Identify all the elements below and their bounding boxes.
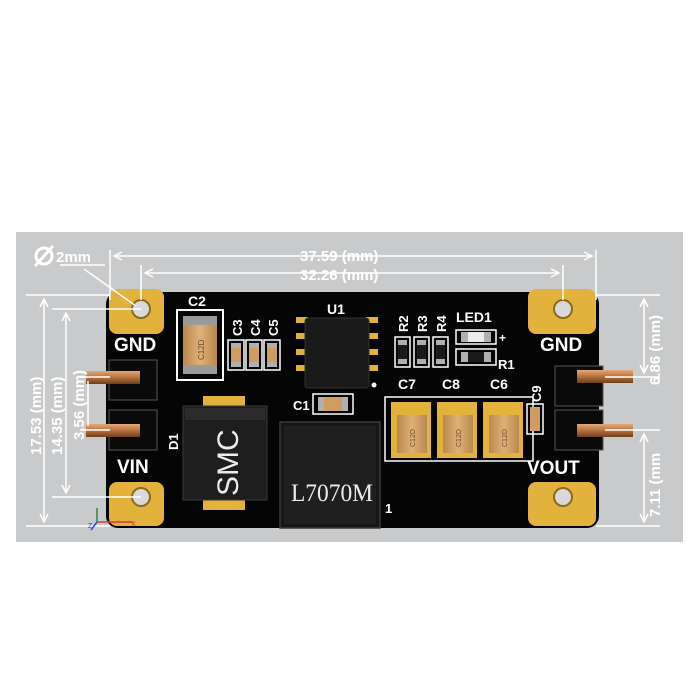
cap-code-c6: C12D bbox=[502, 429, 509, 447]
cap-code-c8: C12D bbox=[456, 429, 463, 447]
capacitor-c8: C12D bbox=[437, 402, 477, 458]
dim-right-top: 6.86 (mm) bbox=[647, 315, 664, 385]
resistor-r4 bbox=[432, 336, 449, 368]
ref-c9: C9 bbox=[529, 385, 544, 402]
label-gnd-right: GND bbox=[540, 335, 582, 356]
capacitor-c7: C12D bbox=[391, 402, 431, 458]
inductor-marking: L7070M bbox=[291, 480, 373, 507]
capacitor-c9 bbox=[526, 403, 544, 435]
dim-right-bottom: 7.11 (mm bbox=[647, 453, 664, 517]
diameter-icon bbox=[33, 244, 55, 268]
dim-width-outer: 37.59 (mm) bbox=[300, 248, 378, 265]
resistor-r2 bbox=[394, 336, 411, 368]
capacitor-c6: C12D bbox=[483, 402, 523, 458]
axis-x-label: X bbox=[131, 521, 136, 528]
label-gnd-left: GND bbox=[114, 335, 156, 356]
ref-c6: C6 bbox=[490, 376, 508, 392]
ref-r2: R2 bbox=[396, 315, 411, 332]
dimension-lines bbox=[26, 250, 660, 527]
dim-left-holes: 14.35 (mm) bbox=[49, 377, 66, 455]
ref-r3: R3 bbox=[415, 315, 430, 332]
label-vout: VOUT bbox=[527, 458, 580, 479]
diode-d1: SMC bbox=[182, 396, 268, 510]
inductor-l1: L7070M bbox=[279, 421, 381, 529]
capacitor-c1 bbox=[312, 393, 354, 415]
mounting-pad-bottom-right bbox=[528, 482, 596, 526]
ref-c1: C1 bbox=[293, 398, 310, 413]
led1 bbox=[455, 329, 497, 345]
axis-z-label: Z bbox=[88, 523, 93, 530]
header-right bbox=[554, 365, 633, 451]
mounting-pad-top-left bbox=[109, 289, 164, 334]
label-vin: VIN bbox=[117, 457, 149, 478]
ref-c2: C2 bbox=[188, 293, 206, 309]
cap-code-c2: C12D bbox=[197, 339, 206, 360]
ref-u1: U1 bbox=[327, 301, 345, 317]
capacitor-c4 bbox=[245, 339, 263, 371]
ref-d1: D1 bbox=[166, 433, 181, 450]
mounting-pad-top-right bbox=[528, 289, 596, 334]
diode-marking: SMC bbox=[212, 429, 245, 496]
led-polarity-plus: + bbox=[499, 331, 506, 345]
ref-c5: C5 bbox=[266, 319, 281, 336]
ref-led1: LED1 bbox=[456, 309, 492, 325]
ref-c8: C8 bbox=[442, 376, 460, 392]
dim-left-pins: 3.56 (mm) bbox=[71, 370, 88, 440]
resistor-r3 bbox=[413, 336, 430, 368]
dim-width-inner: 32.26 (mm) bbox=[300, 267, 378, 284]
resistor-r1 bbox=[455, 348, 497, 366]
ref-r4: R4 bbox=[434, 315, 449, 332]
dim-left-total: 17.53 (mm) bbox=[28, 377, 45, 455]
ref-c3: C3 bbox=[230, 319, 245, 336]
capacitor-c2: C12D bbox=[176, 309, 224, 381]
cap-code-c7: C12D bbox=[410, 429, 417, 447]
axis-triad-icon: Z X bbox=[88, 508, 136, 531]
ref-c7: C7 bbox=[398, 376, 416, 392]
ref-c4: C4 bbox=[248, 319, 263, 336]
mounting-pad-bottom-left bbox=[109, 482, 164, 526]
capacitor-c3 bbox=[227, 339, 245, 371]
capacitor-c5 bbox=[263, 339, 281, 371]
header-left bbox=[86, 359, 158, 451]
dim-hole-diameter: 2mm bbox=[56, 249, 91, 266]
ref-l1: 1 bbox=[385, 501, 392, 516]
ref-r1: R1 bbox=[498, 357, 515, 372]
ic-u1 bbox=[296, 317, 378, 389]
